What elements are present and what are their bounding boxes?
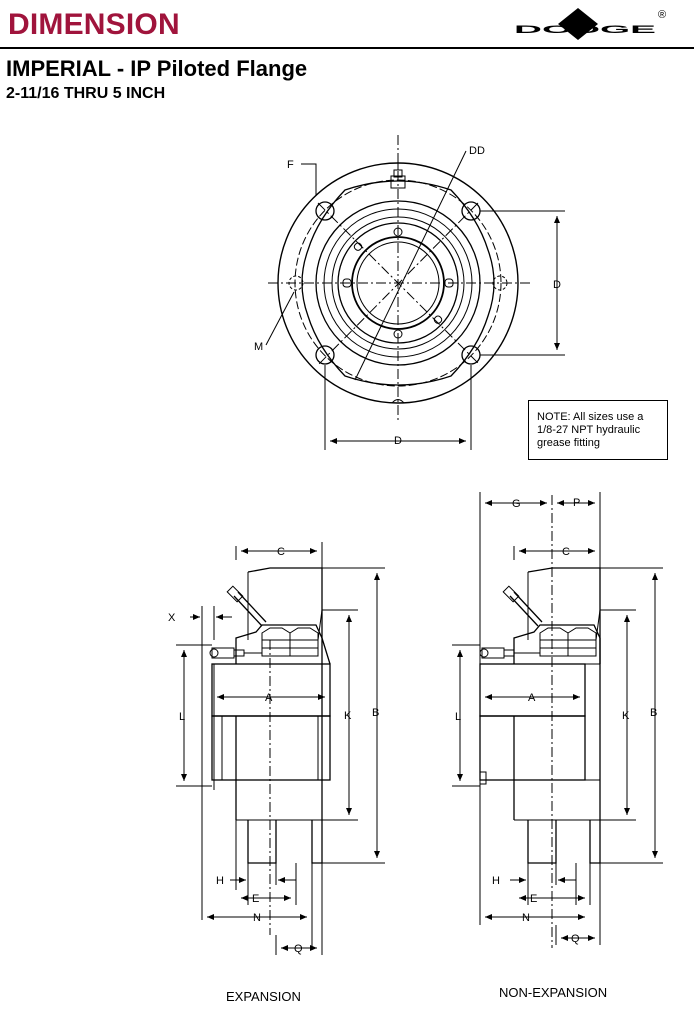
- label-n: N: [253, 912, 261, 924]
- label-m: M: [254, 341, 263, 353]
- expansion-view-labels: C X A L K B H E N Q: [168, 546, 379, 955]
- header-divider: [0, 47, 694, 49]
- label-g: G: [512, 498, 521, 510]
- label-h: H: [216, 875, 224, 887]
- expansion-view: [176, 542, 385, 955]
- non-expansion-caption: NON-EXPANSION: [499, 985, 608, 1000]
- label-k: K: [622, 710, 630, 722]
- label-x: X: [168, 612, 176, 624]
- label-d-right: D: [553, 279, 561, 291]
- size-range: 2-11/16 THRU 5 INCH: [6, 85, 166, 102]
- label-c: C: [562, 546, 570, 558]
- front-view-labels: F DD D D M: [254, 145, 561, 447]
- label-p: P: [573, 497, 580, 509]
- product-title: IMPERIAL - IP Piloted Flange: [6, 56, 308, 81]
- brand-registered-mark: ®: [658, 9, 666, 21]
- grease-fitting-note: NOTE: All sizes use a 1/8-27 NPT hydraul…: [528, 400, 668, 460]
- label-k: K: [344, 710, 352, 722]
- label-c: C: [277, 546, 285, 558]
- label-h: H: [492, 875, 500, 887]
- page-title: DIMENSION: [8, 8, 180, 41]
- label-a: A: [265, 692, 273, 704]
- front-view: [265, 135, 565, 450]
- brand-name: DODGE: [514, 24, 656, 36]
- label-q: Q: [294, 943, 303, 955]
- label-n: N: [522, 912, 530, 924]
- label-l: L: [179, 711, 185, 723]
- label-b: B: [650, 707, 657, 719]
- non-expansion-view: [452, 492, 663, 948]
- label-l: L: [455, 711, 461, 723]
- label-e: E: [530, 893, 537, 905]
- label-f: F: [287, 159, 294, 171]
- label-d-bottom: D: [394, 435, 402, 447]
- non-expansion-view-labels: G P C A L K B H E N Q: [455, 497, 657, 945]
- label-a: A: [528, 692, 536, 704]
- expansion-caption: EXPANSION: [226, 989, 301, 1004]
- dodge-logo: DODGE ®: [514, 8, 666, 40]
- label-q: Q: [571, 933, 580, 945]
- label-dd: DD: [469, 145, 485, 157]
- label-e: E: [252, 893, 259, 905]
- label-b: B: [372, 707, 379, 719]
